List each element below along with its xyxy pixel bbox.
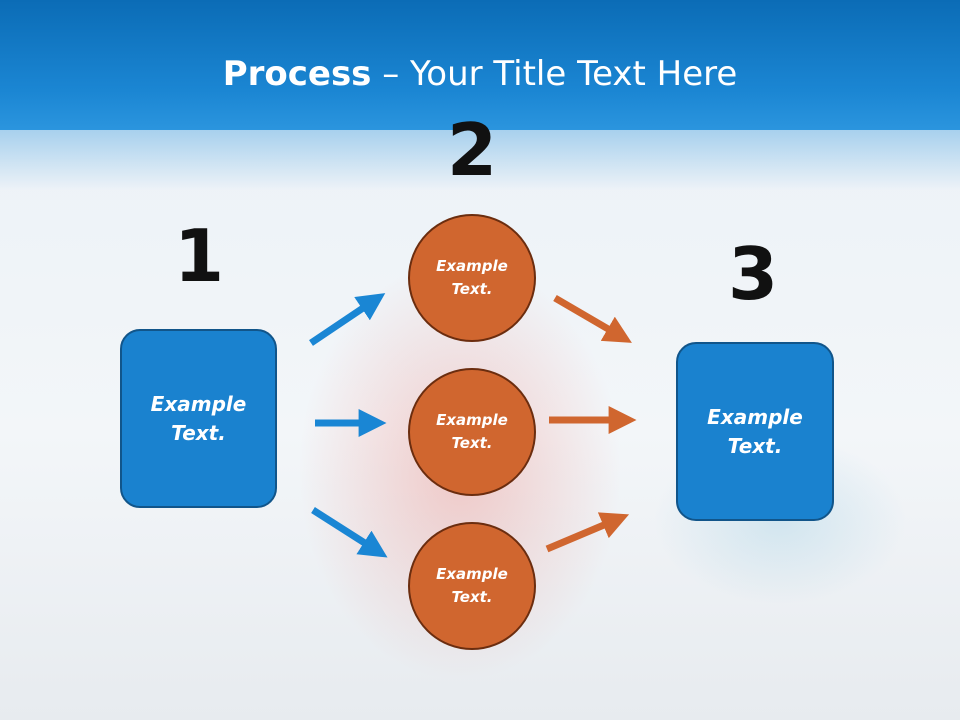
slide-title: Process – Your Title Text Here [0, 52, 960, 96]
step-2-circle-top-text: Example Text. [436, 257, 508, 298]
step-2-circle-middle: Example Text. [408, 368, 536, 496]
step-2-circle-top: Example Text. [408, 214, 536, 342]
step-1-text: Example Text. [150, 391, 247, 445]
title-bar [0, 0, 960, 130]
title-bar-fade [0, 130, 960, 190]
step-2-circle-bottom: Example Text. [408, 522, 536, 650]
arrow-1-to-bottom [311, 507, 388, 558]
step-number-3: 3 [727, 232, 779, 316]
arrow-1-to-top [309, 293, 386, 346]
step-number-2: 2 [446, 108, 498, 192]
step-3-box: Example Text. [676, 342, 834, 521]
step-1-box: Example Text. [120, 329, 277, 508]
step-3-text: Example Text. [707, 404, 803, 458]
arrow-top-to-3 [553, 294, 632, 343]
title-bold: Process [222, 54, 372, 94]
title-rest: – Your Title Text Here [371, 54, 738, 94]
step-2-circle-bottom-text: Example Text. [436, 565, 508, 606]
step-2-circle-middle-text: Example Text. [436, 411, 508, 452]
step-number-1: 1 [173, 214, 225, 298]
arrow-bottom-to-3 [545, 512, 630, 553]
